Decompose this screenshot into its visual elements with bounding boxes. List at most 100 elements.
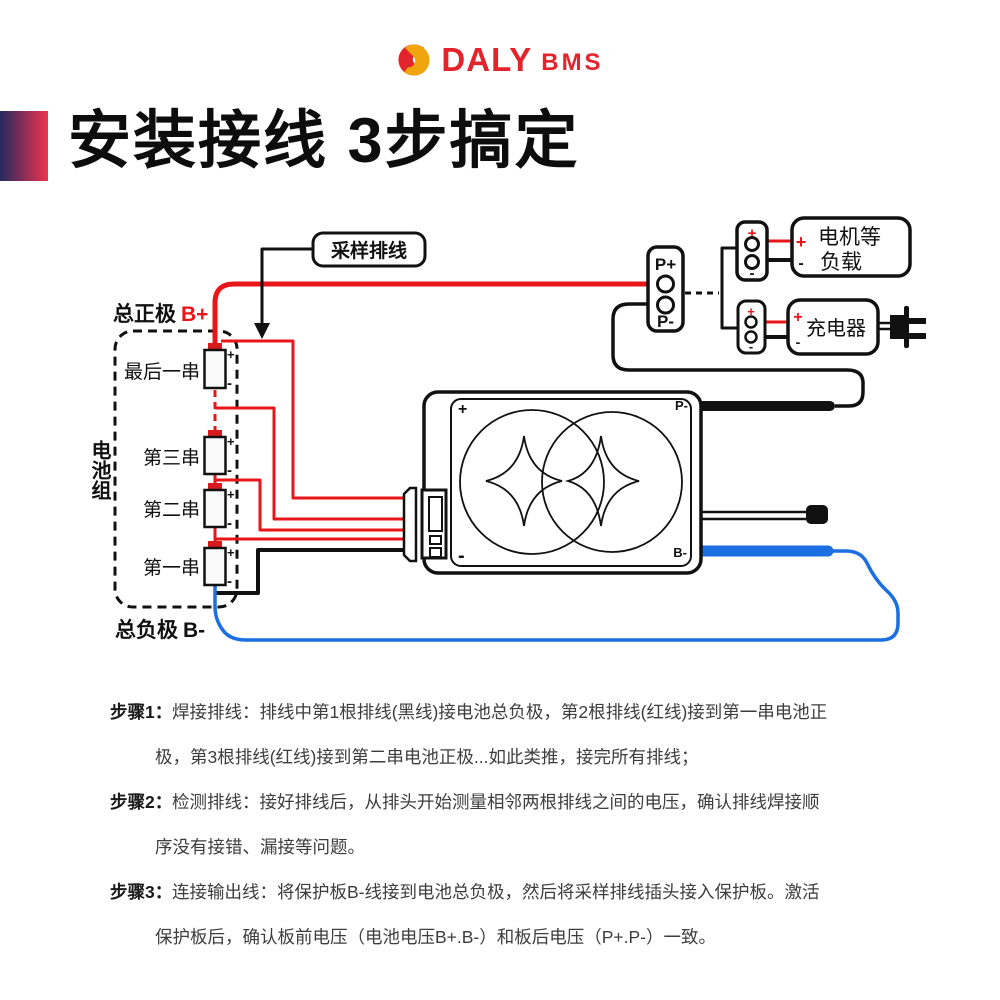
sense-wire-last-cell [221, 339, 406, 500]
sense-wire-cell3 [215, 406, 406, 521]
charger-connector-pin-top [744, 315, 758, 329]
battery-pack-outline [113, 329, 239, 609]
total-negative-terminal: B- [183, 619, 205, 642]
pattern-circle-left [459, 409, 605, 555]
brand-suffix: BMS [541, 49, 604, 76]
load-connector-minus: - [750, 265, 755, 282]
total-positive-terminal: B+ [181, 303, 208, 326]
battery-pack-label: 电池组 [88, 440, 111, 500]
sampling-callout-box [311, 231, 427, 268]
title-accent-bar [0, 111, 48, 181]
charger-box-minus: - [796, 334, 801, 350]
charger-block: + - + - 充电器 [736, 298, 926, 356]
p-minus-label: P- [657, 312, 674, 331]
battery-positive-terminal [208, 343, 222, 351]
step-1-label: 步骤1： [110, 702, 173, 722]
pattern-circle-right [541, 411, 683, 553]
charger-connector-minus: - [749, 339, 753, 354]
b-plus-main-wire [212, 281, 658, 347]
daly-logo-icon [398, 44, 430, 76]
step-3-label: 步骤3： [110, 882, 173, 902]
sampling-cable-callout: 采样排线 [311, 231, 427, 268]
battery-minus-sign: - [227, 573, 232, 590]
bms-socket-slot-a [429, 535, 442, 545]
charger-connector-plus: + [747, 304, 755, 319]
load-connector-pin-bottom [744, 254, 760, 270]
battery-3: + - [203, 430, 235, 479]
bms-p-minus-mark: P- [675, 398, 688, 413]
wiring-diagram-layer: + - + - + - + - 最后一串 第 [88, 216, 926, 642]
power-plug-icon [878, 306, 926, 348]
output-branch [720, 246, 739, 330]
plug-prong-top [909, 318, 926, 324]
battery-body [203, 546, 227, 587]
plug-cord [878, 321, 891, 331]
bms-socket-slot-b [429, 547, 442, 558]
step-3-line-2: 保护板后，确认板前电压（电池电压B+.B-）和板后电压（P+.P-）一致。 [155, 927, 717, 947]
battery-2: + - [203, 483, 235, 532]
bms-minus-mark: - [458, 545, 465, 567]
battery-label-1: 第一串 [143, 557, 200, 579]
plug-face [904, 306, 909, 348]
plug-prong-bottom [909, 333, 926, 339]
load-box-line1: 电机等 [818, 226, 881, 249]
pattern-star-left [485, 435, 563, 527]
battery-1: + - [203, 541, 235, 590]
battery-body [203, 488, 227, 529]
battery-minus-sign: - [227, 515, 232, 532]
pattern-star-right [564, 435, 640, 527]
logo-yellow-swirl [404, 44, 430, 76]
charger-box-label: 充电器 [806, 317, 866, 340]
p-plus-pin [656, 274, 675, 294]
battery-positive-terminal [208, 483, 222, 491]
battery-minus-sign: - [227, 462, 232, 479]
load-box [790, 216, 912, 278]
step-3-line-1: 连接输出线：将保护板B-线接到电池总负极，然后将采样排线插头接入保护板。激活 [172, 882, 820, 902]
battery-plus-sign: + [227, 487, 235, 502]
bms-b-minus-mark: B- [673, 545, 687, 560]
bms-plus-mark: + [458, 401, 467, 418]
bms-logo-pattern [459, 409, 683, 555]
step-1-line-1: 焊接排线：排线中第1根排线(黑线)接电池总负极，第2根排线(红线)接到第一串电池… [172, 702, 828, 722]
bms-socket-slot-long [428, 496, 443, 532]
step-2-line-1: 检测排线：接好排线后，从排头开始测量相邻两根排线之间的电压，确认排线焊接顺 [172, 792, 820, 812]
battery-minus-sign: - [227, 375, 232, 392]
brand-header: DALY BMS [0, 42, 1000, 78]
load-box-line2: 负载 [820, 251, 862, 274]
battery-body [203, 435, 227, 476]
battery-last: + - [203, 343, 235, 392]
wires [212, 239, 900, 642]
sampling-pointer-line [260, 247, 313, 325]
load-box-minus: - [798, 255, 803, 272]
battery-positive-terminal [208, 430, 222, 438]
battery-plus-sign: + [227, 434, 235, 449]
battery-plus-sign: + [227, 347, 235, 362]
battery-label-last: 最后一串 [124, 361, 200, 383]
charger-connector-pin-bottom [744, 330, 758, 344]
load-connector-pin-top [744, 236, 760, 252]
b-minus-wire-thin [213, 549, 900, 642]
battery-label-3: 第三串 [143, 447, 200, 469]
brand-name: DALY [441, 41, 533, 78]
load-block: + - + - 电机等 负载 [735, 216, 912, 282]
plug-body [890, 315, 905, 339]
sampling-callout-text: 采样排线 [331, 239, 407, 262]
step-1-line-2: 极，第3根排线(红线)接到第二串电池正极...如此类推，接完所有排线； [155, 747, 699, 767]
output-connector: P+ P- [646, 245, 685, 333]
step-2-label: 步骤2： [110, 792, 173, 812]
aux-lead-cap [806, 505, 828, 524]
sense-wire-cell2 [215, 478, 406, 532]
battery-label-2: 第二串 [143, 499, 200, 521]
sampling-pointer-arrowhead [254, 323, 270, 339]
battery-plus-sign: + [227, 545, 235, 560]
sense-wire-black-negative [216, 548, 406, 595]
battery-cells: + - + - + - + - 最后一串 第 [124, 343, 235, 590]
charger-box-plus: + [793, 309, 802, 326]
step-2-line-2: 序没有接错、漏接等问题。 [155, 837, 365, 857]
battery-body [203, 348, 227, 390]
load-connector-plus: + [748, 225, 757, 242]
battery-positive-terminal [208, 541, 222, 549]
charger-box [786, 298, 880, 356]
p-plus-label: P+ [655, 255, 676, 274]
